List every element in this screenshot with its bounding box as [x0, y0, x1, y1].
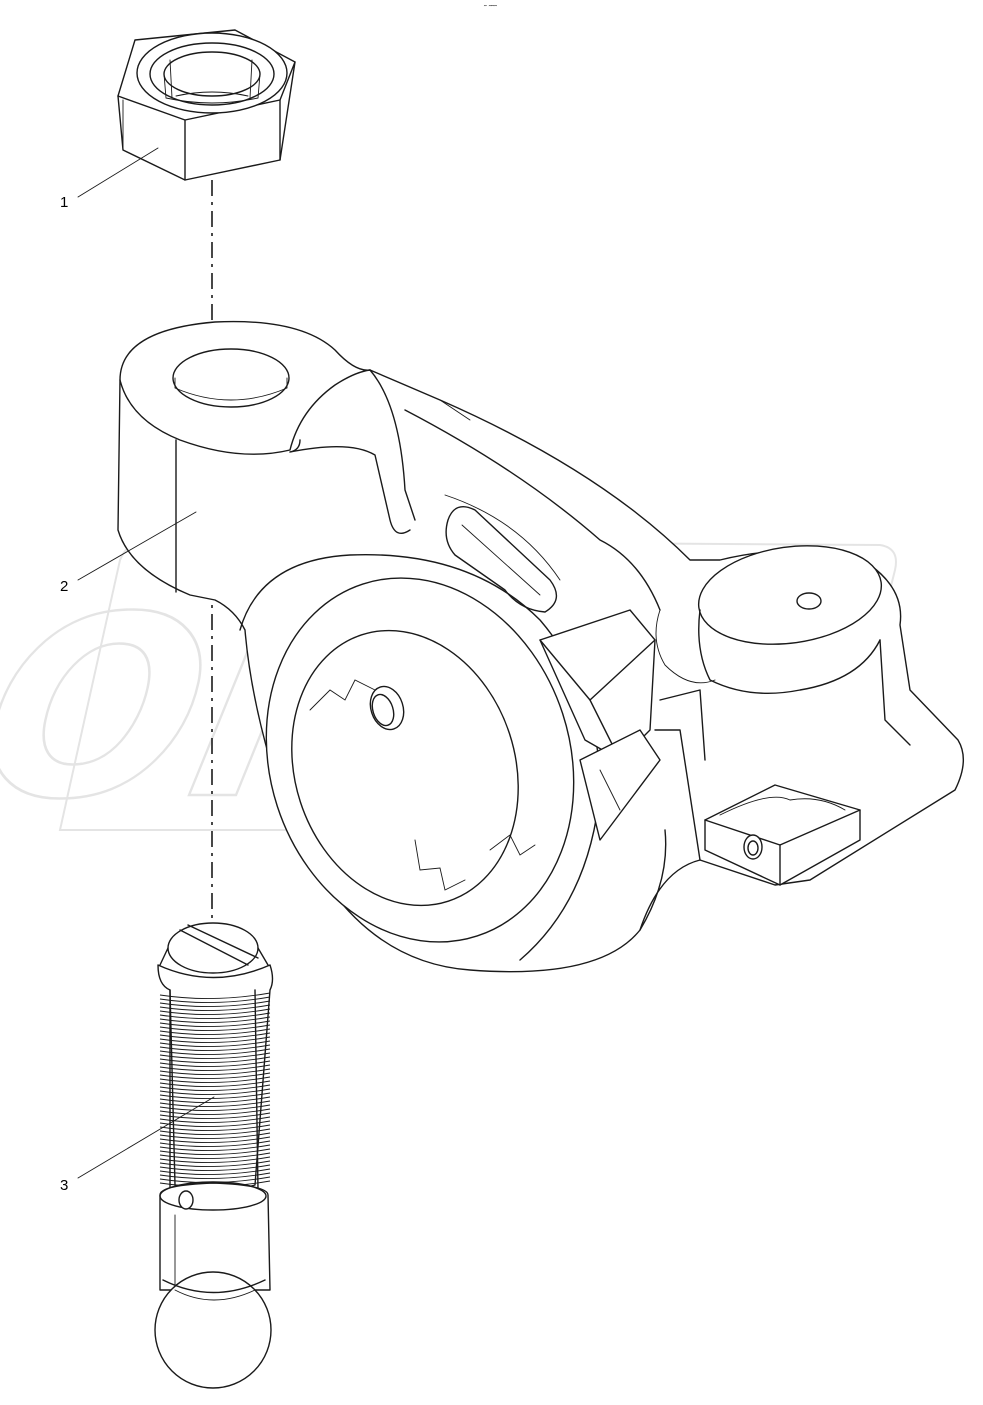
thread-line — [159, 1080, 271, 1088]
thread-line — [159, 1016, 271, 1024]
thread-line — [159, 1028, 271, 1036]
thread-line — [159, 1008, 271, 1016]
callout-label-1: 1 — [60, 194, 68, 211]
thread-line — [159, 1092, 271, 1100]
thread-line — [159, 1108, 271, 1116]
thread-line — [159, 1024, 271, 1032]
thread-line — [159, 1120, 271, 1128]
callout-label-2: 2 — [60, 578, 68, 595]
thread-line — [159, 1100, 271, 1108]
thread-line — [159, 1004, 271, 1012]
thread-line — [159, 1088, 271, 1096]
thread-line — [159, 1064, 271, 1072]
thread-line — [159, 1132, 271, 1140]
thread-line — [159, 1068, 271, 1076]
thread-line — [159, 1052, 271, 1060]
thread-line — [159, 992, 271, 1000]
thread-line — [159, 1124, 271, 1132]
thread-line — [159, 1012, 271, 1020]
thread-line — [159, 1116, 271, 1124]
thread-line — [159, 1084, 271, 1092]
callout-label-3: 3 — [60, 1177, 68, 1194]
thread-line — [159, 1040, 271, 1048]
thread-line — [159, 1044, 271, 1052]
thread-line — [159, 1056, 271, 1064]
thread-line — [159, 1048, 271, 1056]
thread-line — [159, 1104, 271, 1112]
thread-line — [159, 1076, 271, 1084]
thread-line — [159, 1072, 271, 1080]
callout-1: 1 — [60, 147, 159, 211]
thread-line — [159, 996, 271, 1004]
thread-line — [159, 1000, 271, 1008]
adjusting-screw-part-3 — [154, 922, 274, 1389]
hex-nut-part-1 — [117, 29, 296, 181]
callout-3: 3 — [60, 1096, 215, 1194]
thread-line — [159, 1112, 271, 1120]
header-mark: ˜ ˜˜˜ — [483, 4, 497, 13]
thread-line — [159, 1096, 271, 1104]
thread-line — [159, 1128, 271, 1136]
thread-line — [159, 1036, 271, 1044]
rocker-arm-part-2 — [117, 320, 964, 973]
callout-2: 2 — [60, 511, 197, 595]
thread-line — [159, 1136, 271, 1144]
thread-line — [159, 1060, 271, 1068]
thread-line — [159, 1020, 271, 1028]
thread-line — [159, 1032, 271, 1040]
